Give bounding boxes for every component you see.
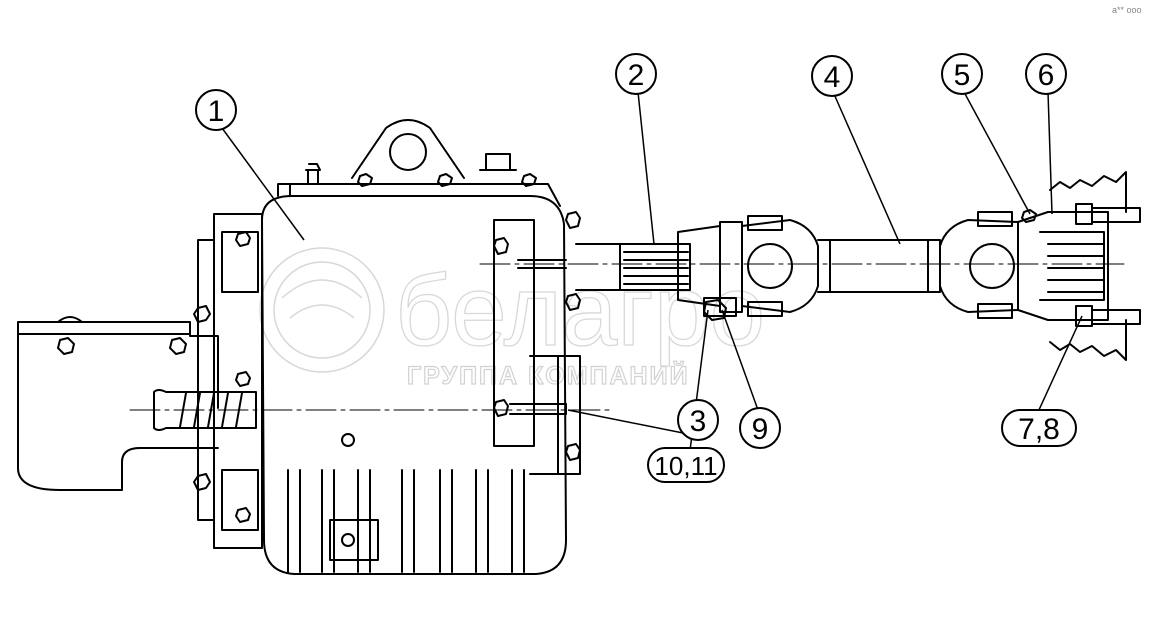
mounting-bracket [17, 316, 219, 491]
universal-joint-left [741, 215, 819, 317]
nut-9-icon [703, 299, 727, 321]
callout-2: 2 [615, 53, 657, 95]
leader-lines [221, 91, 1083, 467]
callout-6: 6 [1025, 53, 1067, 95]
callout-5: 5 [941, 53, 983, 95]
pulley-assembly [1017, 171, 1141, 361]
intermediate-shaft [817, 239, 941, 293]
corner-mark: a** ooo [1112, 5, 1142, 15]
callout-10-11: 10,11 [647, 447, 725, 483]
svg-text:3: 3 [690, 405, 707, 438]
svg-text:4: 4 [824, 61, 841, 94]
callout-7-8: 7,8 [1001, 409, 1077, 447]
svg-text:2: 2 [628, 59, 645, 92]
svg-text:6: 6 [1038, 59, 1055, 92]
watermark: белагро ГРУППА КОМПАНИЙ [259, 247, 766, 391]
watermark-subtitle: ГРУППА КОМПАНИЙ [407, 360, 690, 390]
watermark-brand: белагро [395, 255, 765, 367]
callout-3: 3 [677, 399, 719, 441]
callout-1: 1 [195, 89, 237, 131]
watermark-logo-icon [259, 247, 385, 373]
svg-text:1: 1 [208, 95, 225, 128]
universal-joint-right [939, 211, 1019, 319]
svg-text:9: 9 [752, 413, 769, 446]
svg-text:5: 5 [954, 59, 971, 92]
callout-4: 4 [811, 55, 853, 97]
svg-text:7,8: 7,8 [1018, 413, 1060, 446]
callout-9: 9 [739, 407, 781, 449]
svg-text:10,11: 10,11 [654, 451, 717, 481]
gearbox-housing [193, 119, 581, 575]
